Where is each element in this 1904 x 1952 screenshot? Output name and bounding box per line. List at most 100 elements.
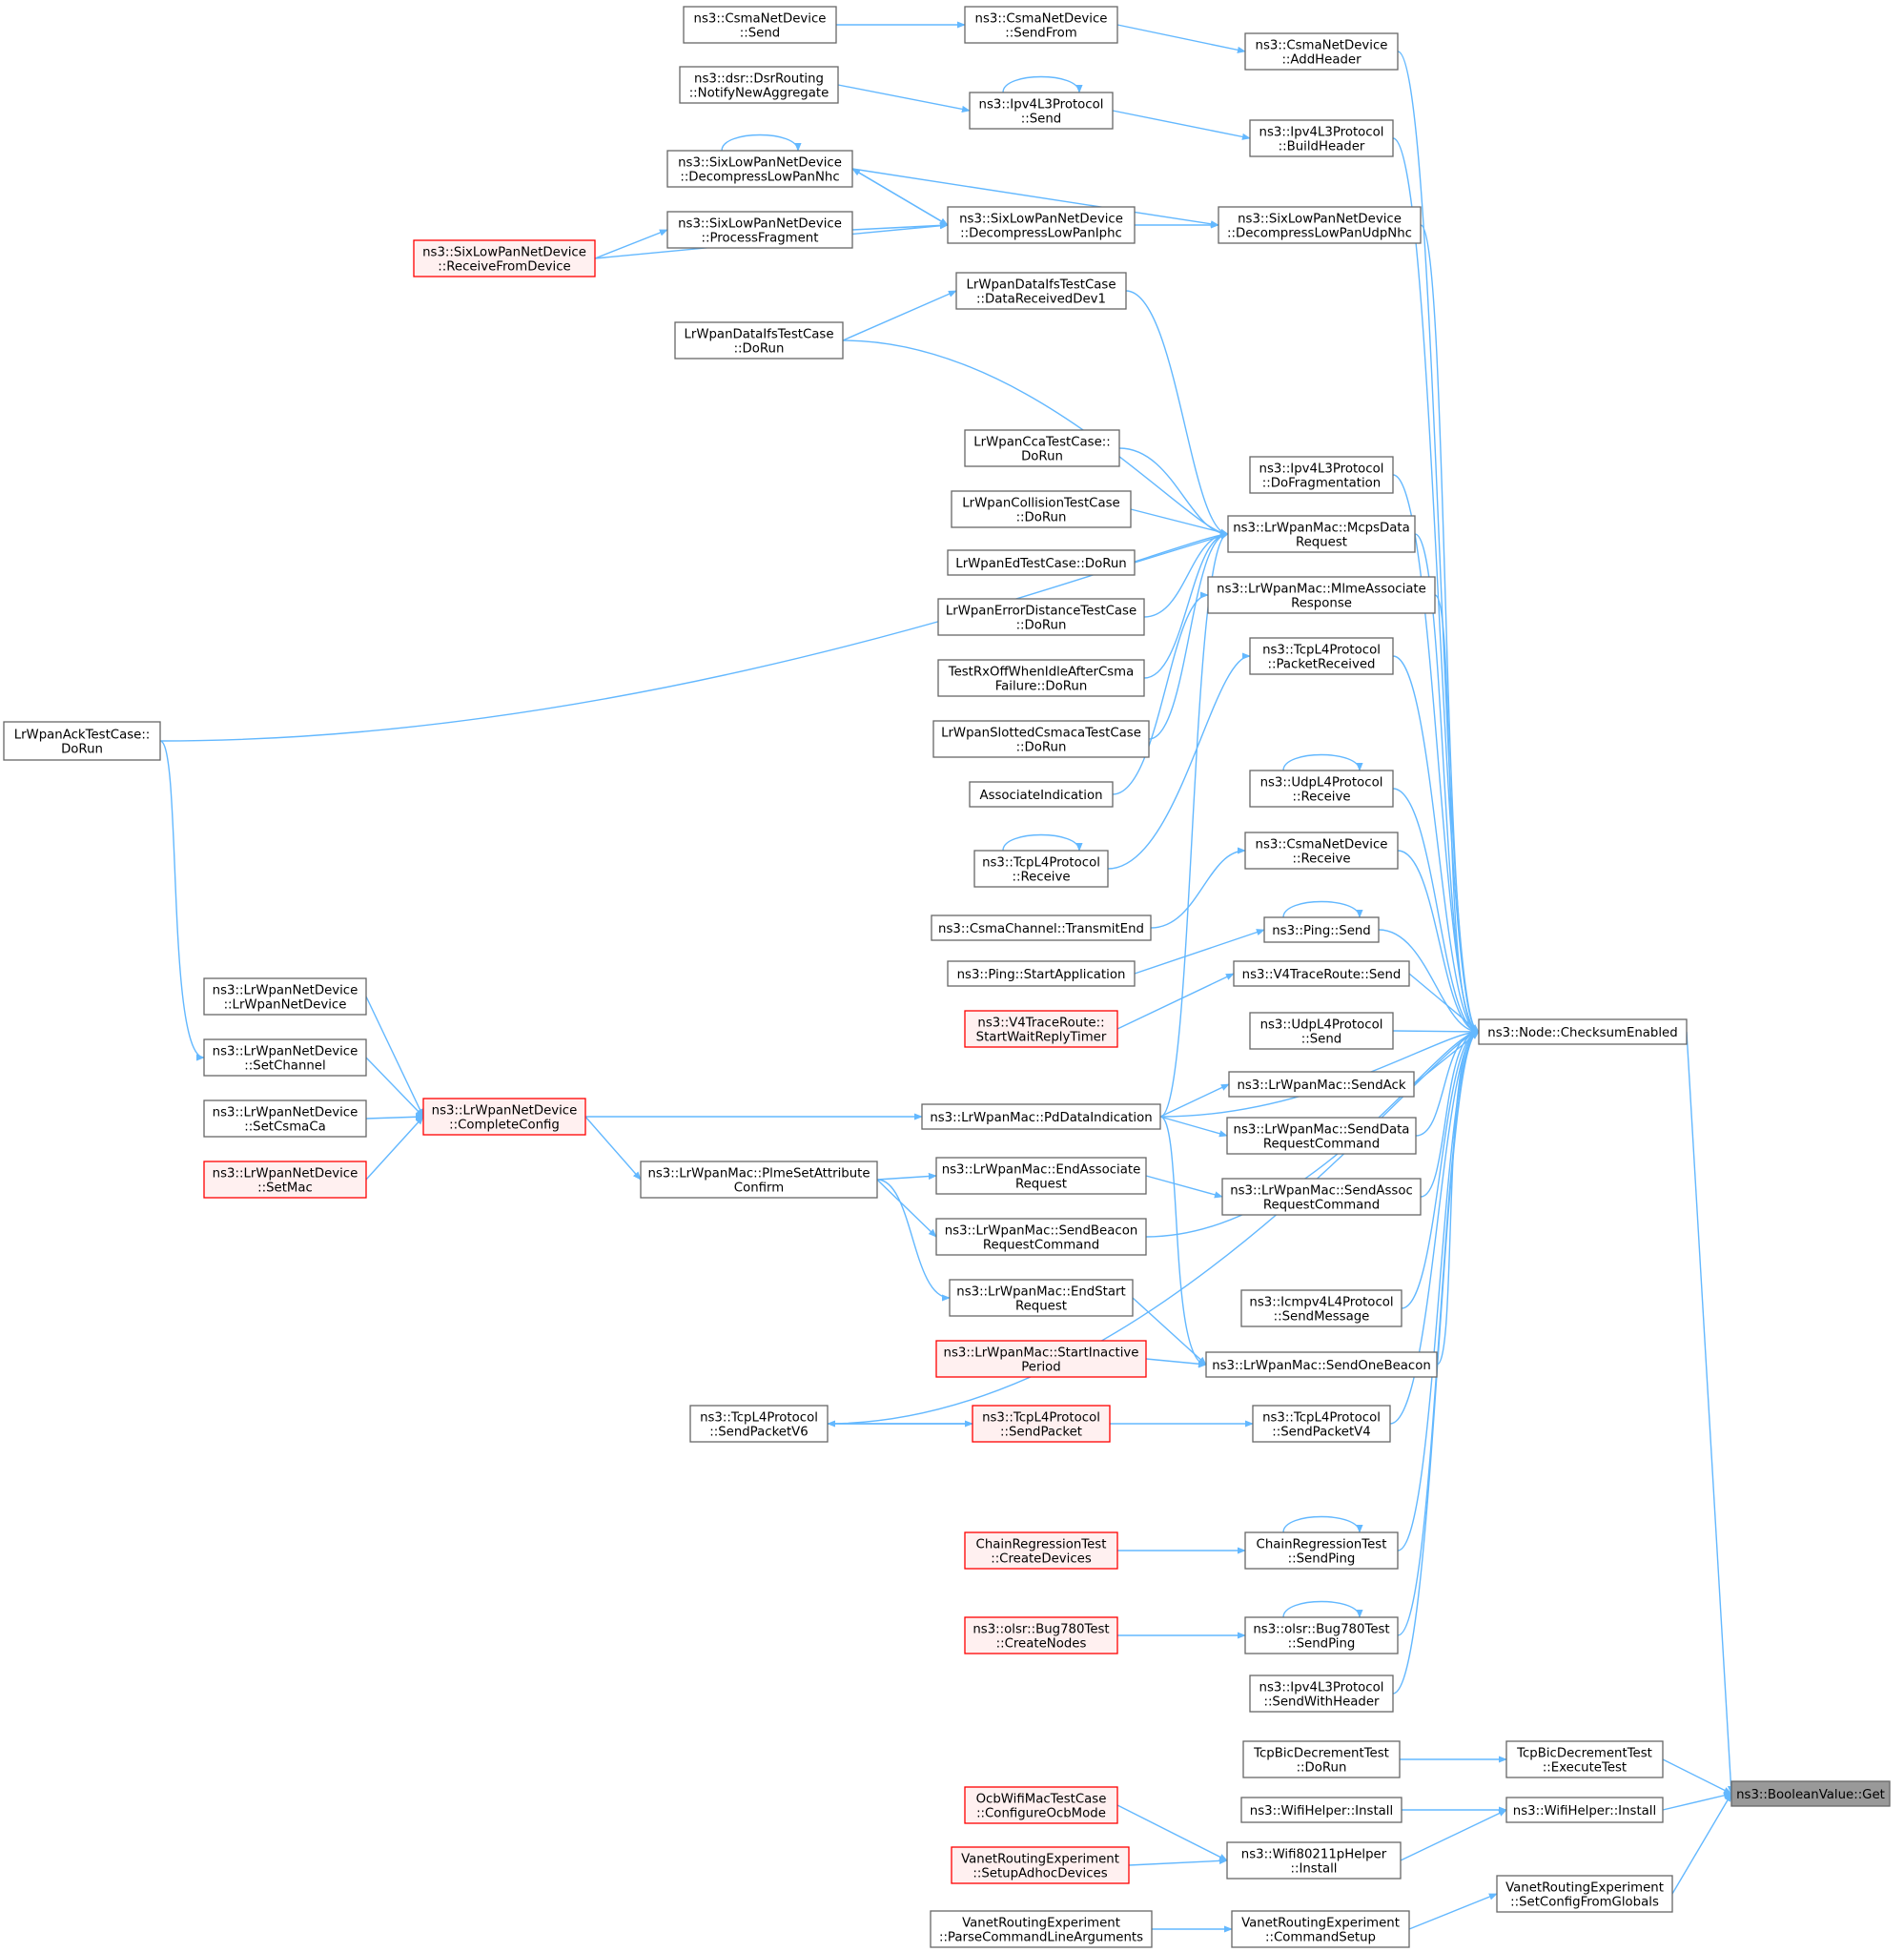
edge-mlme-to-checksum: [1434, 594, 1480, 1036]
node-tcp_recv[interactable]: ns3::TcpL4Protocol::Receive: [973, 850, 1109, 888]
node-lrnd_setchannel[interactable]: ns3::LrWpanNetDevice::SetChannel: [203, 1038, 367, 1077]
node-label: ns3::TcpL4Protocol: [982, 1411, 1100, 1426]
node-lrslot[interactable]: LrWpanSlottedCsmacaTestCase::DoRun: [932, 720, 1150, 758]
node-vanet_adhoc[interactable]: VanetRoutingExperiment::SetupAdhocDevice…: [951, 1846, 1130, 1884]
node-ipv4_buildheader[interactable]: ns3::Ipv4L3Protocol::BuildHeader: [1249, 119, 1394, 157]
node-label: ::DecompressLowPanUdpNhc: [1227, 227, 1412, 241]
node-get[interactable]: ns3::BooleanValue::Get: [1730, 1780, 1891, 1807]
node-box: [1249, 456, 1394, 494]
node-dsr_notify[interactable]: ns3::dsr::DsrRouting::NotifyNewAggregate: [679, 66, 839, 104]
node-tcpbic_exec[interactable]: TcpBicDecrementTest::ExecuteTest: [1505, 1740, 1664, 1778]
node-box: [413, 239, 596, 277]
node-tcp_pktrecv[interactable]: ns3::TcpL4Protocol::PacketReceived: [1249, 637, 1394, 675]
node-tcp_sendpkt[interactable]: ns3::TcpL4Protocol::SendPacket: [972, 1405, 1111, 1443]
node-lrnd_ctor[interactable]: ns3::LrWpanNetDevice::LrWpanNetDevice: [203, 977, 367, 1016]
node-lrnd_setcsma[interactable]: ns3::LrWpanNetDevice::SetCsmaCa: [203, 1099, 367, 1138]
node-wifihelper_install[interactable]: ns3::WifiHelper::Install: [1505, 1797, 1664, 1823]
node-tcpbic_dorun[interactable]: TcpBicDecrementTest::DoRun: [1242, 1740, 1401, 1778]
node-vanet_cmdsetup[interactable]: VanetRoutingExperiment::CommandSetup: [1231, 1910, 1410, 1948]
node-sixlow_udpnhc[interactable]: ns3::SixLowPanNetDevice::DecompressLowPa…: [1218, 206, 1422, 244]
node-label: ::Install: [1291, 1862, 1338, 1877]
node-olsr_ping[interactable]: ns3::olsr::Bug780Test::SendPing: [1244, 1616, 1399, 1654]
node-box: [1233, 960, 1410, 987]
edge-vanet_setconfig-to-get: [1671, 1793, 1732, 1895]
node-label: Failure::DoRun: [995, 680, 1088, 694]
node-tcp_sendv6[interactable]: ns3::TcpL4Protocol::SendPacketV6: [689, 1405, 829, 1443]
node-box: [964, 6, 1118, 44]
node-lrnd_setmac[interactable]: ns3::LrWpanNetDevice::SetMac: [203, 1161, 367, 1199]
edge-lrdata_recv-to-mcps: [1125, 290, 1229, 538]
edge-checksum-to-get: [1686, 1031, 1735, 1795]
node-csma_recv[interactable]: ns3::CsmaNetDevice::Receive: [1244, 832, 1399, 870]
node-wifihelper_install2[interactable]: ns3::WifiHelper::Install: [1240, 1797, 1402, 1823]
node-ipv4_sendhdr[interactable]: ns3::Ipv4L3Protocol::SendWithHeader: [1249, 1675, 1394, 1713]
node-checksum[interactable]: ns3::Node::ChecksumEnabled: [1478, 1018, 1688, 1045]
node-box: [932, 720, 1150, 758]
node-lrdata_recv[interactable]: LrWpanDataIfsTestCase::DataReceivedDev1: [955, 272, 1127, 310]
node-vanet_setconfig[interactable]: VanetRoutingExperiment::SetConfigFromGlo…: [1496, 1875, 1673, 1913]
edge-ping_send-self: [1282, 900, 1363, 918]
node-label: ::SendFrom: [1005, 27, 1076, 41]
node-sendonebeacon[interactable]: ns3::LrWpanMac::SendOneBeacon: [1205, 1351, 1438, 1378]
node-ping_start[interactable]: ns3::Ping::StartApplication: [947, 960, 1136, 987]
node-csma_send[interactable]: ns3::CsmaNetDevice::Send: [683, 6, 837, 44]
node-ocb_config[interactable]: OcbWifiMacTestCase::ConfigureOcbMode: [964, 1786, 1118, 1824]
node-chain_create[interactable]: ChainRegressionTest::CreateDevices: [964, 1531, 1118, 1570]
node-box: [951, 490, 1132, 528]
node-sixlow_procfrag[interactable]: ns3::SixLowPanNetDevice::ProcessFragment: [666, 211, 853, 249]
node-box: [935, 1340, 1147, 1378]
node-olsr_create[interactable]: ns3::olsr::Bug780Test::CreateNodes: [964, 1616, 1118, 1654]
node-label: RequestCommand: [1263, 1199, 1380, 1213]
node-udp_send[interactable]: ns3::UdpL4Protocol::Send: [1249, 1012, 1394, 1050]
node-completeconfig[interactable]: ns3::LrWpanNetDevice::CompleteConfig: [422, 1098, 586, 1136]
node-csma_sendfrom[interactable]: ns3::CsmaNetDevice::SendFrom: [964, 6, 1118, 44]
node-lred[interactable]: LrWpanEdTestCase::DoRun: [947, 549, 1136, 576]
edge-wifi80211p_install-to-wifihelper_install: [1400, 1809, 1507, 1861]
node-wifi80211p_install[interactable]: ns3::Wifi80211pHelper::Install: [1226, 1841, 1402, 1880]
node-label: Request: [1015, 1300, 1067, 1314]
node-sixlow_recv[interactable]: ns3::SixLowPanNetDevice::ReceiveFromDevi…: [413, 239, 596, 277]
edge-udp_send-to-checksum: [1392, 1028, 1480, 1036]
node-vanet_parse[interactable]: VanetRoutingExperiment::ParseCommandLine…: [930, 1910, 1153, 1948]
node-ipv4_send[interactable]: ns3::Ipv4L3Protocol::Send: [969, 92, 1114, 130]
node-lrack[interactable]: LrWpanAckTestCase::DoRun: [3, 721, 161, 761]
node-lrcoll[interactable]: LrWpanCollisionTestCase::DoRun: [951, 490, 1132, 528]
node-label: ::Receive: [1292, 853, 1350, 867]
node-box: [203, 977, 367, 1016]
node-ipv4_frag[interactable]: ns3::Ipv4L3Protocol::DoFragmentation: [1249, 456, 1394, 494]
edge-lrdata_dorun-to-lrdata_recv: [842, 290, 957, 341]
node-ping_send[interactable]: ns3::Ping::Send: [1263, 916, 1380, 943]
node-sixlow_nhc[interactable]: ns3::SixLowPanNetDevice::DecompressLowPa…: [666, 150, 853, 188]
node-box: [640, 1161, 878, 1199]
node-pddata[interactable]: ns3::LrWpanMac::PdDataIndication: [921, 1103, 1161, 1130]
node-icmp_send[interactable]: ns3::Icmpv4L4Protocol::SendMessage: [1240, 1289, 1402, 1327]
node-label: ns3::LrWpanMac::EndStart: [956, 1285, 1125, 1300]
node-lrcca[interactable]: LrWpanCcaTestCase::DoRun: [964, 429, 1120, 467]
node-v4tr_send[interactable]: ns3::V4TraceRoute::Send: [1233, 960, 1410, 987]
node-label: ns3::LrWpanNetDevice: [213, 1167, 358, 1181]
node-chain_ping[interactable]: ChainRegressionTest::SendPing: [1244, 1531, 1399, 1570]
node-udp_recv[interactable]: ns3::UdpL4Protocol::Receive: [1249, 770, 1394, 808]
node-v4tr_timer[interactable]: ns3::V4TraceRoute::StartWaitReplyTimer: [964, 1010, 1118, 1048]
node-assocind[interactable]: AssociateIndication: [969, 781, 1114, 808]
node-csmach_tx[interactable]: ns3::CsmaChannel::TransmitEnd: [931, 914, 1152, 941]
node-csma_addheader[interactable]: ns3::CsmaNetDevice::AddHeader: [1244, 32, 1399, 71]
node-lrerr[interactable]: LrWpanErrorDistanceTestCase::DoRun: [937, 598, 1145, 636]
node-tcp_sendv4[interactable]: ns3::TcpL4Protocol::SendPacketV4: [1252, 1405, 1391, 1443]
node-lrdata_dorun[interactable]: LrWpanDataIfsTestCase::DoRun: [674, 321, 844, 360]
node-sixlow_iphc[interactable]: ns3::SixLowPanNetDevice::DecompressLowPa…: [947, 206, 1136, 244]
node-label: ns3::LrWpanMac::MlmeAssociate: [1217, 583, 1426, 597]
edge-ipv4_sendhdr-to-checksum: [1392, 1028, 1480, 1695]
node-sendack[interactable]: ns3::LrWpanMac::SendAck: [1228, 1071, 1415, 1098]
node-label: ns3::LrWpanNetDevice: [213, 1045, 358, 1059]
